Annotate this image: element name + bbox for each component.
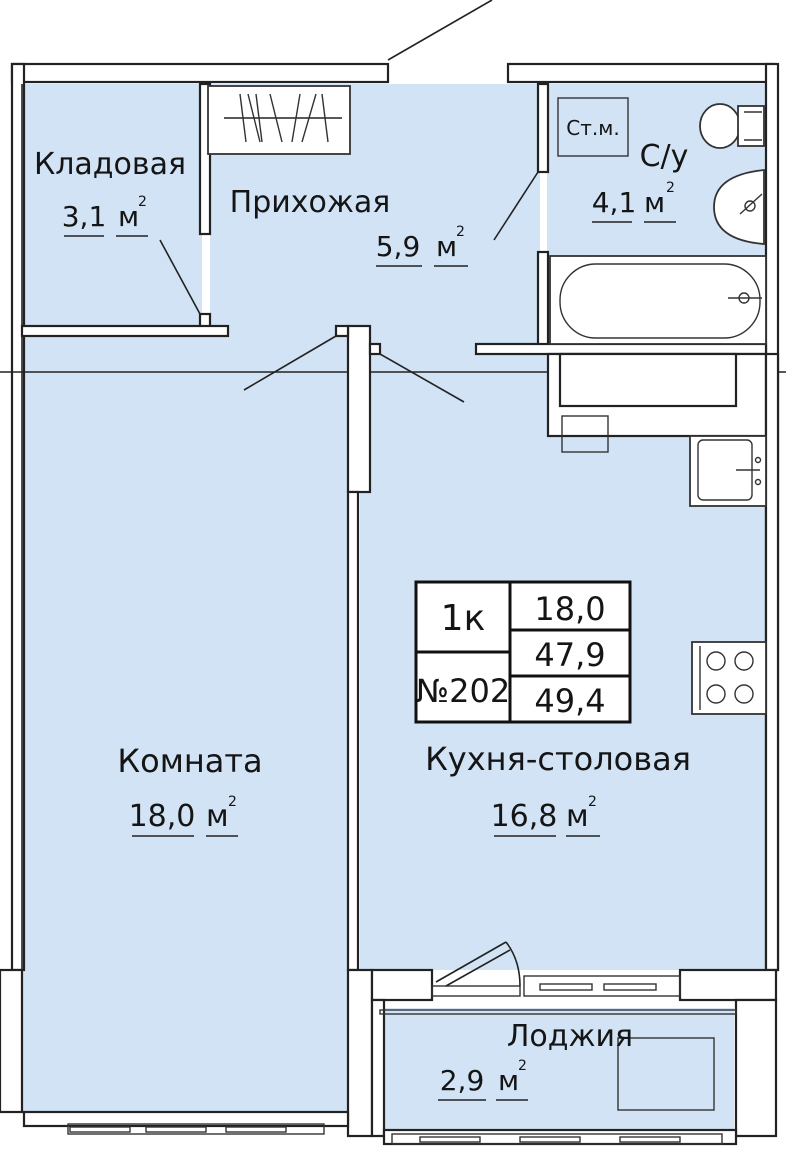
living-label: Комната 18,0 м 2 [117, 742, 263, 837]
loggia-unit-sup: 2 [518, 1058, 527, 1074]
kitchen-label: Кухня-столовая 16,8 м 2 [425, 740, 691, 837]
total-area-value: 47,9 [534, 636, 605, 674]
hallway-unit-sup: 2 [456, 224, 465, 240]
apartment-type: 1к [441, 598, 486, 639]
washer-slot [561, 415, 609, 453]
living-room [22, 336, 348, 1112]
wardrobe [207, 85, 351, 155]
loggia-label: Лоджия 2,9 м 2 [438, 1019, 633, 1101]
living-name: Комната [117, 742, 262, 780]
fixtures: Ст.м. [207, 85, 767, 715]
loggia-area: 2,9 [440, 1064, 485, 1097]
bathtub [549, 255, 767, 345]
hallway-area: 5,9 [376, 230, 421, 263]
hallway-name: Прихожая [230, 185, 391, 220]
room-labels: Кладовая 3,1 м 2 Прихожая 5,9 м 2 С/у 4,… [34, 139, 691, 1101]
kitchen-sink [689, 435, 767, 507]
loggia-fixture [617, 1037, 715, 1111]
hallway-unit: м [436, 230, 457, 263]
riser-label: Ст.м. [566, 116, 619, 140]
living-unit-sup: 2 [228, 794, 237, 810]
bathroom-label: С/у 4,1 м 2 [592, 139, 689, 223]
apartment-number: №202 [416, 672, 510, 710]
storage-room [22, 84, 202, 328]
storage-area: 3,1 [62, 200, 107, 233]
bathroom-area: 4,1 [592, 186, 637, 219]
storage-unit: м [118, 200, 139, 233]
kitchen-area: 16,8 [491, 799, 558, 834]
kitchen-name: Кухня-столовая [425, 740, 691, 778]
bathroom-sink [713, 169, 765, 245]
living-area: 18,0 [129, 799, 196, 834]
kitchen-unit-sup: 2 [588, 794, 597, 810]
riser-box: Ст.м. [557, 97, 629, 157]
storage-label: Кладовая 3,1 м 2 [34, 147, 186, 237]
loggia-unit: м [498, 1064, 519, 1097]
living-unit: м [206, 799, 229, 834]
apartment-info-table: 1к №202 18,0 47,9 49,4 [414, 580, 632, 724]
kitchen-top-strip [370, 340, 476, 354]
hallway-label: Прихожая 5,9 м 2 [230, 185, 468, 267]
toilet [699, 103, 765, 149]
storage-unit-sup: 2 [138, 194, 147, 210]
interior-walls [20, 82, 780, 972]
bathroom-name: С/у [640, 139, 689, 174]
storage-name: Кладовая [34, 147, 186, 182]
door-swings [159, 0, 539, 403]
loggia-walls [0, 941, 778, 1146]
area-with-loggia-value: 49,4 [534, 682, 605, 720]
bathroom-unit: м [644, 186, 665, 219]
kitchen-unit: м [566, 799, 589, 834]
loggia-name: Лоджия [507, 1019, 633, 1054]
stove [691, 641, 767, 715]
living-area-value: 18,0 [534, 590, 605, 628]
bathroom-unit-sup: 2 [666, 180, 675, 196]
